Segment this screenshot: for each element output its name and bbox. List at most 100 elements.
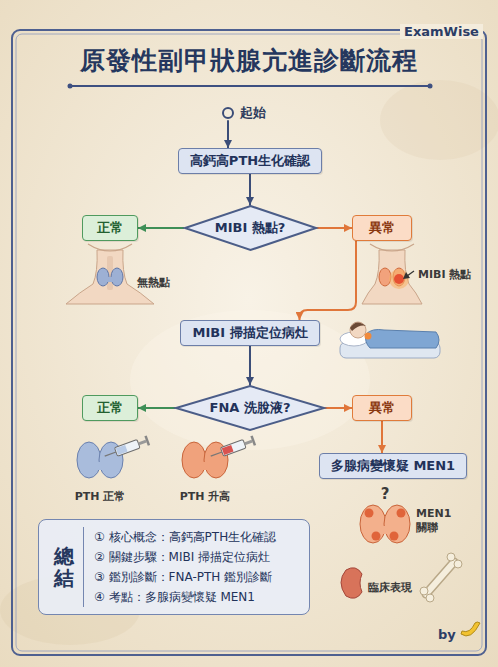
process-box: MIBI 掃描定位病灶 [180, 320, 319, 346]
label-holder: ? [381, 484, 390, 504]
summary-item: ① 核心概念：高鈣高PTH生化確認 [94, 527, 276, 547]
box-text: MIBI 掃描定位病灶 [192, 325, 307, 341]
thyroid-lobe [360, 505, 386, 543]
chin-line [88, 244, 132, 251]
label-holder: PTH 正常 [75, 485, 126, 504]
process-box: 異常 [352, 395, 412, 421]
label-holder: ExamWise [400, 21, 483, 40]
diamond-texts: FNA 洗脫液? [210, 400, 291, 416]
start-dot [222, 107, 234, 119]
thyroid-lobe [379, 268, 391, 286]
patient-head [350, 322, 366, 338]
barrel [114, 440, 140, 457]
patient-hotspot [365, 333, 372, 340]
kidney [341, 568, 362, 599]
start-marker: 起始 [222, 104, 266, 121]
thyroid-lobe [182, 442, 206, 478]
paper-stain [130, 310, 370, 450]
plunger [138, 440, 147, 446]
hotspot-glow [389, 269, 409, 289]
parathyroid-nodule [390, 532, 399, 541]
process-box: 多腺病變懷疑 MEN1 [319, 453, 467, 479]
label-holder: PTH 升高 [180, 485, 231, 504]
illustration-label: 臨床表現 [368, 581, 412, 594]
page-frame [12, 30, 486, 655]
plunger [244, 440, 253, 446]
syringe [103, 436, 150, 461]
illustration-label: PTH 正常 [75, 490, 126, 503]
leader-head [403, 272, 410, 279]
flow-arrow [381, 421, 383, 453]
bone-knob [454, 560, 462, 568]
start-text: 起始 [240, 104, 266, 121]
flow-arrow [300, 241, 356, 320]
flow-arrow [138, 407, 175, 409]
fluid [116, 445, 128, 455]
summary-head-col: 總結 [45, 527, 84, 607]
summary-item: ③ 鑑別診斷：FNA-PTH 鑑別診斷 [94, 567, 276, 587]
illustration-label: MIBI 熱點 [418, 268, 471, 281]
bone-outline [426, 562, 454, 594]
parathyroid-nodule [365, 509, 374, 518]
flow-arrow [249, 346, 251, 385]
bone-knob [426, 594, 434, 602]
thyroid-isthmus [379, 526, 391, 534]
flow-arrow [138, 227, 184, 229]
label-holder: MIBI 熱點 [418, 263, 471, 282]
title-holder: 原發性副甲狀腺亢進診斷流程 [0, 44, 498, 77]
summary-panel: 總結 ① 核心概念：高鈣高PTH生化確認② 關鍵步驟：MIBI 掃描定位病灶③ 鑑… [38, 519, 310, 615]
diamond-text: MIBI 熱點? [215, 220, 286, 236]
diamond-text: FNA 洗脫液? [210, 400, 291, 416]
thyroid-isthmus [94, 462, 106, 470]
diamond-outline [185, 206, 316, 250]
process-box: 正常 [82, 395, 138, 421]
flow-arrow [249, 174, 251, 205]
page-frame-inner [16, 34, 482, 651]
diamond-texts: MIBI 熱點? [215, 220, 286, 236]
summary-heading: 總結 [54, 545, 74, 589]
summary-item: ④ 考點：多腺病變懷疑 MEN1 [94, 587, 276, 607]
patient-hair [350, 322, 366, 331]
box-text: 異常 [364, 400, 400, 416]
bone-shaft [426, 562, 454, 594]
thyroid-lobe [384, 505, 410, 543]
title-underline [72, 85, 428, 87]
signature: by [438, 627, 456, 642]
needle [211, 452, 222, 456]
question-mark: ? [381, 485, 390, 503]
summary-items: ① 核心概念：高鈣高PTH生化確認② 關鍵步驟：MIBI 掃描定位病灶③ 鑑別診… [94, 527, 276, 607]
neck-figure [362, 250, 422, 304]
thyroid-isthmus [105, 277, 115, 282]
hotspot [394, 274, 404, 284]
process-box: 高鈣高PTH生化確認 [178, 148, 322, 174]
needle [105, 452, 116, 456]
illustration-label: PTH 升高 [180, 490, 231, 503]
label-holder: 無熱點 [137, 271, 170, 290]
thyroid-lobe [77, 442, 101, 478]
decision-diamond: FNA 洗脫液? [175, 385, 325, 431]
parathyroid-nodule [372, 532, 381, 541]
illustration-label: MEN1 關聯 [416, 507, 450, 535]
brand-name: ExamWise [400, 24, 483, 39]
process-box: 正常 [82, 215, 138, 241]
box-text: 正常 [94, 220, 126, 236]
flow-arrow [227, 121, 229, 148]
plunger-cap [250, 436, 256, 446]
barrel [220, 440, 246, 457]
fluid [222, 445, 234, 455]
patient-body [366, 330, 440, 349]
underline-end [428, 84, 433, 89]
flow-arrow [317, 227, 353, 229]
bone-knob [447, 553, 455, 561]
illustration-label: 無熱點 [137, 276, 170, 289]
diamond-outline [176, 386, 324, 430]
box-text: 異常 [364, 220, 400, 236]
syringe [209, 436, 256, 461]
diagram-title: 原發性副甲狀腺亢進診斷流程 [80, 46, 418, 75]
thyroid-isthmus [199, 462, 211, 470]
box-text: 高鈣高PTH生化確認 [190, 153, 310, 169]
box-text: 正常 [94, 400, 126, 416]
process-box: 異常 [352, 215, 412, 241]
